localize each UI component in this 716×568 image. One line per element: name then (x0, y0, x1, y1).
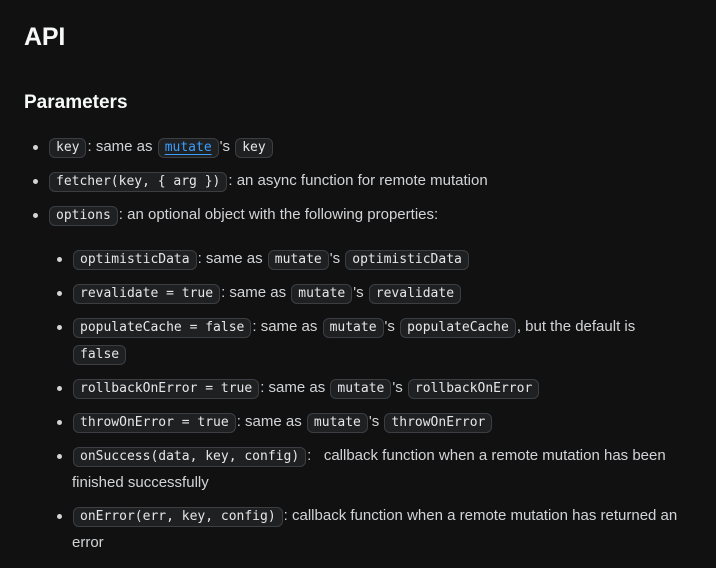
list-item: onError(err, key, config): callback func… (48, 503, 692, 556)
inline-code: onError(err, key, config) (73, 507, 283, 527)
list-item-text: populateCache = false: same as mutate's … (72, 318, 636, 365)
list-item-text: optimisticData: same as mutate's optimis… (72, 250, 470, 270)
body-text: 's (329, 250, 345, 267)
body-text: 's (353, 284, 368, 301)
body-text: : an async function for remote mutation (228, 172, 488, 189)
body-text: : same as (236, 413, 306, 430)
bullet-icon (57, 386, 62, 391)
body-text: : callback function when a remote mutati… (72, 447, 666, 491)
list-item: fetcher(key, { arg }): an async function… (24, 168, 692, 195)
list-item: options: an optional object with the fol… (24, 202, 692, 556)
list-item: optimisticData: same as mutate's optimis… (48, 246, 692, 273)
list-item: populateCache = false: same as mutate's … (48, 314, 692, 368)
bullet-icon (33, 179, 38, 184)
inline-code: revalidate = true (73, 284, 221, 304)
list-item-text: onError(err, key, config): callback func… (72, 507, 677, 551)
inline-code: mutate (291, 284, 353, 304)
inline-code: rollbackOnError (407, 379, 540, 399)
body-text: 's (384, 318, 400, 335)
inline-code: optimisticData (73, 250, 197, 270)
bullet-icon (57, 514, 62, 519)
inline-code: mutate (322, 318, 384, 338)
list-item-text: rollbackOnError = true: same as mutate's… (72, 379, 540, 399)
inline-code: populateCache = false (73, 318, 252, 338)
list-item-text: fetcher(key, { arg }): an async function… (48, 172, 488, 192)
inline-code: mutate (306, 413, 368, 433)
body-text: : callback function when a remote mutati… (72, 507, 678, 551)
body-text: , but the default is (516, 318, 636, 335)
body-text: 's (392, 379, 407, 396)
body-text: : an optional object with the following … (118, 206, 439, 223)
list-item-text: onSuccess(data, key, config): callback f… (72, 447, 666, 491)
bullet-icon (57, 454, 62, 459)
body-text: : same as (197, 250, 267, 267)
list-item: revalidate = true: same as mutate's reva… (48, 280, 692, 307)
list-item: onSuccess(data, key, config): callback f… (48, 443, 692, 496)
body-text: : same as (252, 318, 322, 335)
bullet-icon (57, 325, 62, 330)
inline-code: throwOnError (384, 413, 493, 433)
body-text: : same as (221, 284, 291, 301)
body-text: : same as (87, 138, 157, 155)
body-text: : same as (260, 379, 330, 396)
list-item: throwOnError = true: same as mutate's th… (48, 409, 692, 436)
page-title: API (24, 23, 66, 51)
inline-code: populateCache (400, 318, 516, 338)
section-heading: Parameters (24, 92, 128, 113)
body-text: 's (368, 413, 384, 430)
list-item-text: throwOnError = true: same as mutate's th… (72, 413, 493, 433)
list-item-text: options: an optional object with the fol… (48, 206, 439, 226)
inline-code: rollbackOnError = true (73, 379, 260, 399)
inline-code: key (235, 138, 273, 158)
inline-code: throwOnError = true (73, 413, 236, 433)
mutate-link[interactable]: mutate (157, 138, 219, 158)
inline-code: fetcher(key, { arg }) (49, 172, 228, 192)
inline-code: mutate (330, 379, 392, 399)
inline-code: onSuccess(data, key, config) (73, 447, 307, 467)
options-sublist: optimisticData: same as mutate's optimis… (48, 246, 692, 556)
list-item: rollbackOnError = true: same as mutate's… (48, 375, 692, 402)
bullet-icon (57, 257, 62, 262)
inline-code: mutate (267, 250, 329, 270)
body-text: 's (219, 138, 235, 155)
inline-code: revalidate (368, 284, 462, 304)
inline-code: options (49, 206, 118, 226)
bullet-icon (57, 420, 62, 425)
bullet-icon (57, 291, 62, 296)
list-item-text: revalidate = true: same as mutate's reva… (72, 284, 462, 304)
bullet-icon (33, 213, 38, 218)
bullet-icon (33, 145, 38, 150)
list-item: key: same as mutate's key (24, 134, 692, 161)
inline-code: optimisticData (345, 250, 469, 270)
inline-code: false (73, 345, 127, 365)
list-item-text: key: same as mutate's key (48, 138, 274, 158)
inline-code: key (49, 138, 87, 158)
